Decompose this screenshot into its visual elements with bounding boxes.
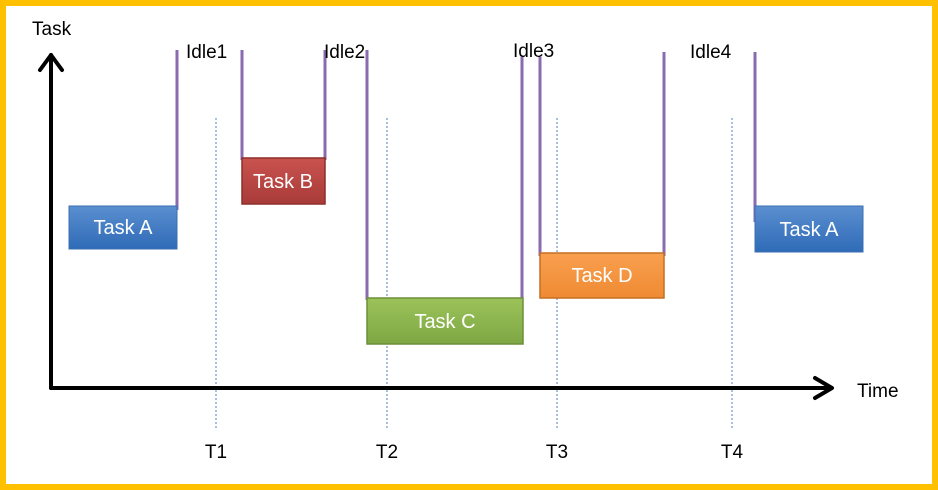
- idle-label-1: Idle1: [186, 42, 227, 63]
- task-label: Task A: [94, 217, 154, 239]
- task-box-d: Task D: [539, 252, 665, 299]
- task-label: Task D: [571, 265, 632, 287]
- task-label: Task B: [253, 171, 313, 193]
- idle-lines: [175, 50, 757, 300]
- task-box-a-1: Task A: [68, 205, 178, 250]
- x-axis-arrow-icon: [813, 376, 834, 400]
- idle-label-3: Idle3: [513, 41, 554, 62]
- x-axis-label: Time: [857, 381, 899, 402]
- task-box-b: Task B: [241, 157, 326, 205]
- idle-label-4: Idle4: [690, 42, 732, 63]
- time-mark-label-t3: T3: [546, 442, 568, 463]
- task-box-c: Task C: [366, 297, 524, 345]
- y-axis-arrow-icon: [38, 53, 64, 72]
- task-label: Task A: [780, 219, 840, 241]
- time-mark-label-t2: T2: [376, 442, 398, 463]
- time-mark-label-t1: T1: [205, 442, 227, 463]
- axes: [38, 53, 834, 400]
- task-box-a-2: Task A: [754, 205, 864, 253]
- idle-label-2: Idle2: [324, 42, 365, 63]
- task-boxes: Task A Task B Task C Task D Task A: [68, 157, 864, 345]
- time-mark-label-t4: T4: [721, 442, 744, 463]
- task-label: Task C: [414, 311, 475, 333]
- y-axis-label: Task: [32, 19, 72, 40]
